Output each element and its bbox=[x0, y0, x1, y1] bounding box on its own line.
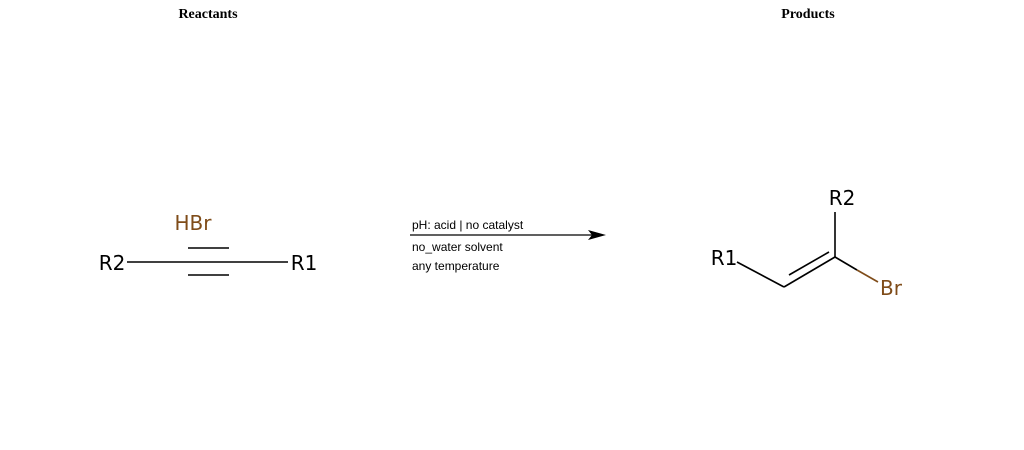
condition-ph-catalyst: pH: acid | no catalyst bbox=[412, 218, 524, 232]
reaction-arrow bbox=[410, 230, 606, 240]
product-br-label: Br bbox=[880, 276, 903, 300]
alkyne-r1-label: R1 bbox=[291, 251, 318, 275]
reagent-hbr-label: HBr bbox=[175, 211, 213, 235]
condition-solvent: no_water solvent bbox=[412, 240, 503, 254]
alkyne-r2-label: R2 bbox=[99, 251, 126, 275]
bond-ch-c bbox=[783, 256, 836, 288]
bond-c-br-black bbox=[834, 256, 858, 271]
reactants-title: Reactants bbox=[178, 7, 238, 22]
product-r1-label: R1 bbox=[711, 246, 738, 270]
bond-c-br-colored bbox=[856, 269, 879, 283]
products-title: Products bbox=[781, 7, 835, 22]
alkyne-bonds bbox=[127, 247, 288, 276]
product-bonds bbox=[736, 212, 879, 288]
bond-double-inner bbox=[788, 251, 830, 276]
arrow-head bbox=[588, 230, 606, 240]
bond-r1-ch bbox=[736, 261, 785, 288]
condition-temperature: any temperature bbox=[412, 259, 500, 273]
product-r2-label: R2 bbox=[829, 186, 856, 210]
